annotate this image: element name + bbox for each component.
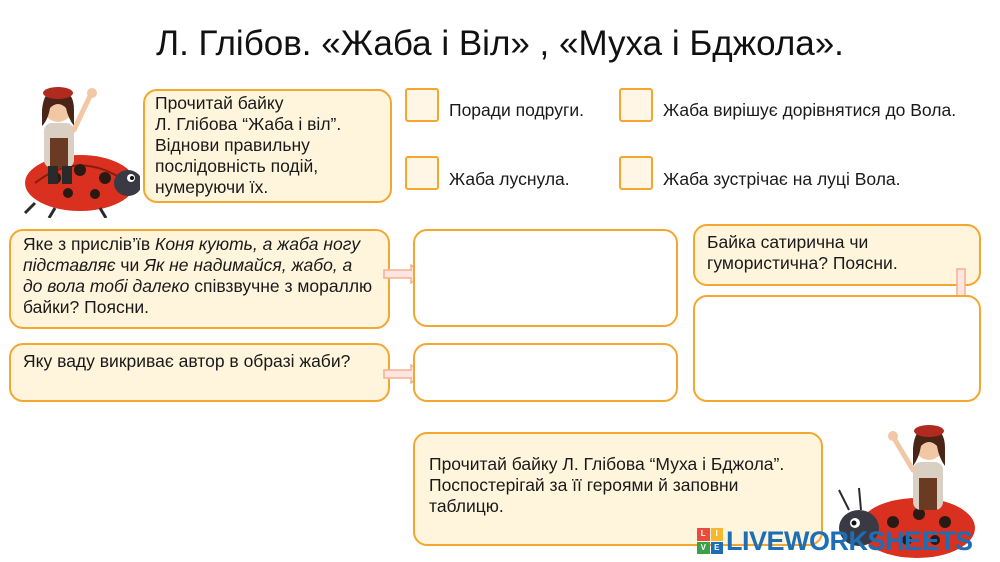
proverb-text-part: чи: [115, 255, 145, 275]
proverb-answer-field[interactable]: [413, 229, 678, 327]
satire-answer-field[interactable]: [693, 295, 981, 402]
sequence-option-2: Жаба вирішує дорівнятися до Вола.: [663, 100, 957, 120]
fly-bee-instruction-bubble: Прочитай байку Л. Глібова “Муха і Бджола…: [413, 432, 823, 546]
proverb-text-part: Яке з прислів’їв: [23, 234, 156, 254]
sequence-input-2[interactable]: [619, 88, 653, 122]
logo-mark-letter: I: [710, 528, 723, 541]
proverb-question-bubble: Яке з прислів’їв Коня кують, а жаба ногу…: [9, 229, 390, 329]
vice-answer-field[interactable]: [413, 343, 678, 402]
satire-question-bubble: Байка сатирична чи гумористична? Поясни.: [693, 224, 981, 286]
sequence-option-4: Жаба зустрічає на луці Вола.: [663, 169, 901, 189]
logo-mark-letter: E: [710, 541, 723, 554]
logo-mark-letter: L: [697, 528, 710, 541]
fly-bee-instruction-text: Прочитай байку Л. Глібова “Муха і Бджола…: [429, 454, 785, 516]
character-ladybug-illustration: [23, 87, 140, 218]
liveworksheets-logo-text: LIVEWORKSHEETS: [726, 525, 973, 556]
intro-instruction-text: Прочитай байку Л. Глібова “Жаба і віл”. …: [155, 93, 342, 197]
sequence-input-1[interactable]: [405, 88, 439, 122]
sequence-input-4[interactable]: [619, 156, 653, 190]
page-title: Л. Глібов. «Жаба і Віл» , «Муха і Бджола…: [156, 24, 844, 63]
vice-question-bubble: Яку ваду викриває автор в образі жаби?: [9, 343, 390, 402]
sequence-input-3[interactable]: [405, 156, 439, 190]
logo-mark-letter: V: [697, 541, 710, 554]
proverb-1: Коня кують, а жаба ногу підставляє: [23, 234, 361, 275]
intro-instruction-bubble: Прочитай байку Л. Глібова “Жаба і віл”. …: [143, 89, 392, 203]
character-ladybug-illustration-2: [838, 425, 975, 558]
satire-question-text: Байка сатирична чи гумористична? Поясни.: [707, 232, 898, 273]
vice-question-text: Яку ваду викриває автор в образі жаби?: [23, 351, 351, 371]
liveworksheets-logo-mark: L I V E: [697, 528, 723, 554]
proverb-2: Як не надимайся, жабо, а до вола тобі да…: [23, 255, 353, 296]
proverb-text-part: співзвучне з мораллю байки? Поясни.: [23, 276, 373, 317]
sequence-option-1: Поради подруги.: [449, 100, 584, 120]
sequence-option-3: Жаба луснула.: [449, 169, 570, 189]
liveworksheets-logo: L I V E LIVEWORKSHEETS: [697, 525, 973, 556]
